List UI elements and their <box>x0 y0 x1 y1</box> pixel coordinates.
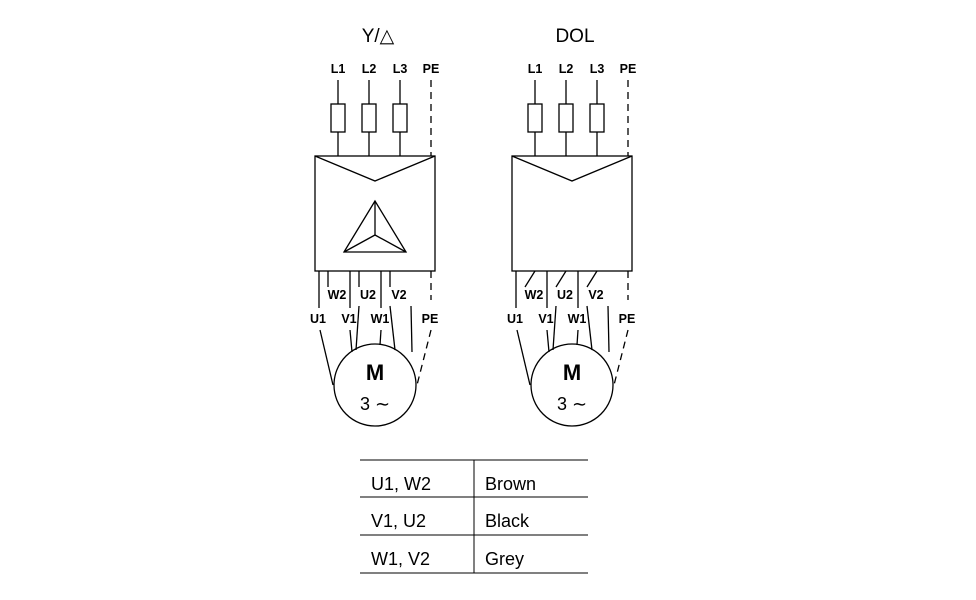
terminal-label-v2: V2 <box>391 288 406 302</box>
motor-lead <box>389 305 396 351</box>
star-delta-symbol <box>342 199 408 253</box>
pe-lead <box>613 329 629 386</box>
terminal-wire <box>586 270 598 288</box>
terminal-label-v1: V1 <box>538 312 553 326</box>
terminal-label-v2: V2 <box>588 288 603 302</box>
fuse-2 <box>558 103 574 133</box>
motor-lead <box>349 329 353 353</box>
motor-lead <box>379 329 382 346</box>
line-label-pe: PE <box>423 62 440 76</box>
table-row: U1, W2 Brown <box>371 474 536 494</box>
wire-color: Black <box>485 511 530 531</box>
motor-phase-label: 3 ∼ <box>557 394 587 414</box>
motor-circle <box>530 343 614 427</box>
terminal-wire <box>524 270 536 288</box>
line-label-pe: PE <box>620 62 637 76</box>
line-label-l2: L2 <box>559 62 574 76</box>
fuse-1 <box>330 103 346 133</box>
pe-lead <box>416 329 432 386</box>
terminal-label-w2: W2 <box>328 288 347 302</box>
diagram-title: DOL <box>555 26 594 47</box>
terminal-pair: V1, U2 <box>371 511 426 531</box>
fuse-2 <box>361 103 377 133</box>
motor-lead <box>410 305 413 353</box>
terminal-label-u1: U1 <box>310 312 326 326</box>
line-label-l2: L2 <box>362 62 377 76</box>
diagram-title: Y/△ <box>362 26 395 47</box>
terminal-label-u2: U2 <box>557 288 573 302</box>
motor-lead <box>576 329 579 346</box>
terminal-label-pe: PE <box>422 312 439 326</box>
motor-lead <box>516 329 531 386</box>
terminal-label-u2: U2 <box>360 288 376 302</box>
motor-lead <box>552 305 557 351</box>
motor-lead <box>586 305 593 351</box>
terminal-wire <box>555 270 567 288</box>
motor-lead <box>355 305 360 351</box>
fuse-3 <box>589 103 605 133</box>
motor-label: M <box>366 360 384 385</box>
star-arm <box>343 234 376 253</box>
wire-color: Brown <box>485 474 536 494</box>
terminal-pair: U1, W2 <box>371 474 431 494</box>
terminal-label-w2: W2 <box>525 288 544 302</box>
terminal-label-w1: W1 <box>371 312 390 326</box>
terminal-label-v1: V1 <box>341 312 356 326</box>
motor-lead <box>546 329 550 353</box>
line-label-l3: L3 <box>393 62 408 76</box>
fuse-1 <box>527 103 543 133</box>
motor-circle <box>333 343 417 427</box>
starter-contact-symbol <box>314 155 436 182</box>
star-arm <box>374 234 407 253</box>
terminal-label-u1: U1 <box>507 312 523 326</box>
motor-lead <box>607 305 610 353</box>
line-label-l3: L3 <box>590 62 605 76</box>
motor-phase-label: 3 ∼ <box>360 394 390 414</box>
table-row: V1, U2 Black <box>371 511 530 531</box>
starter-contact-symbol <box>511 155 633 182</box>
motor-label: M <box>563 360 581 385</box>
motor-lead <box>319 329 334 386</box>
fuse-3 <box>392 103 408 133</box>
starter-box <box>511 155 633 272</box>
line-label-l1: L1 <box>331 62 346 76</box>
table-row: W1, V2 Grey <box>371 549 524 569</box>
line-label-l1: L1 <box>528 62 543 76</box>
starter-box <box>314 155 436 272</box>
terminal-pair: W1, V2 <box>371 549 430 569</box>
terminal-label-pe: PE <box>619 312 636 326</box>
terminal-label-w1: W1 <box>568 312 587 326</box>
wire-color: Grey <box>485 549 524 569</box>
